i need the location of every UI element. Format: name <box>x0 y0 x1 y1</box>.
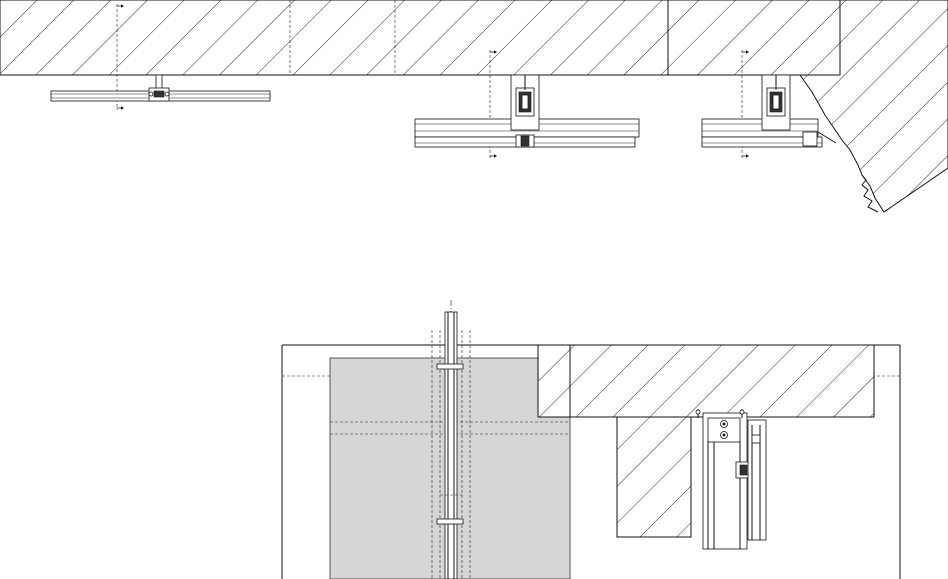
beam-section <box>537 344 875 418</box>
ceiling-slab <box>0 0 841 76</box>
track-assembly-middle <box>414 49 640 159</box>
wall-section <box>616 416 692 538</box>
track-assembly-left <box>50 3 271 111</box>
end-stop <box>802 131 818 147</box>
top-rail <box>701 118 819 138</box>
beam-overlap <box>537 344 571 418</box>
connector-plate <box>436 363 464 370</box>
break-line <box>861 174 879 213</box>
connector-plate <box>436 518 464 525</box>
bolt <box>153 90 165 98</box>
elevation-detail <box>281 300 901 579</box>
angled-wall-section <box>799 0 948 213</box>
angled-wall <box>799 0 948 213</box>
post <box>444 311 458 579</box>
ceiling-slab-section <box>0 0 841 76</box>
bottom-rail <box>701 136 823 148</box>
track-profile-elevation <box>695 409 767 550</box>
hanger-rod <box>155 74 163 90</box>
track-assembly-right <box>701 49 837 159</box>
